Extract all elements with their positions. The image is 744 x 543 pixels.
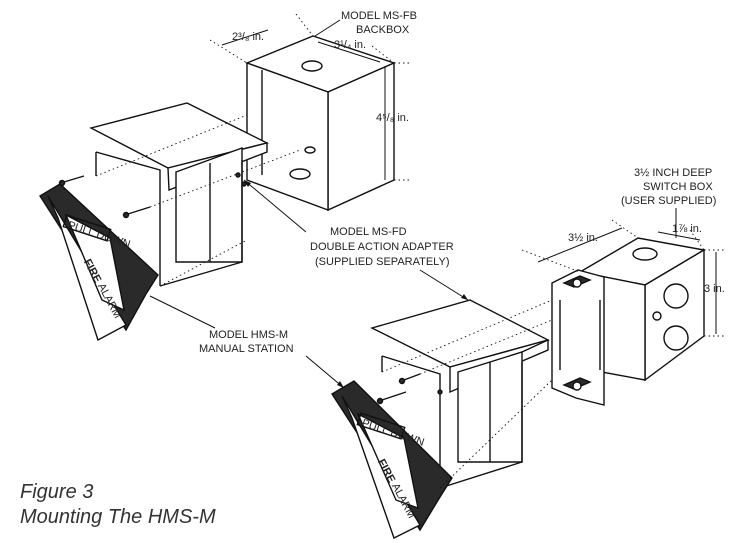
switchbox-height-dim: 3 in.: [704, 283, 725, 295]
backbox-width-dim: 3¹/₄ in.: [334, 39, 366, 51]
backbox-height-dim: 4⁵/₈ in.: [376, 112, 409, 124]
ms-fd-adapter-bottom: [370, 299, 550, 489]
backbox-label-line1: MODEL MS-FB: [341, 10, 417, 22]
backbox-depth-dim: 2³/₈ in.: [232, 31, 264, 43]
adapter-label-line2: DOUBLE ACTION ADAPTER: [310, 241, 454, 253]
screws-top: [58, 172, 247, 219]
backbox-dimension-lines: [221, 29, 410, 181]
switchbox-depth-dim: 3½ in.: [568, 232, 598, 244]
leaders-bottom: [149, 208, 677, 389]
station-label-line1: MODEL HMS-M: [209, 329, 288, 341]
switchbox-label-line2: SWITCH BOX: [643, 181, 713, 193]
figure-caption: Mounting The HMS-M: [20, 506, 216, 528]
station-label-line2: MANUAL STATION: [199, 343, 294, 355]
hms-m-station-bottom: PULL DOWN FIRE ALARM: [331, 380, 453, 539]
leaders-top: [243, 19, 341, 233]
switchbox-width-dim: 1⅞ in.: [672, 223, 702, 235]
alignment-lines-bottom: [381, 219, 724, 489]
ms-fb-backbox: [245, 35, 396, 212]
switch-box-mounting-plate: [551, 269, 605, 406]
ms-fd-adapter-top: [89, 102, 269, 287]
backbox-label-line2: BACKBOX: [356, 24, 410, 36]
switchbox-label-line1: 3½ INCH DEEP: [634, 167, 712, 179]
labels: MODEL MS-FB BACKBOX 2³/₈ in. 3¹/₄ in. 4⁵…: [199, 10, 725, 355]
adapter-label-line3: (SUPPLIED SEPARATELY): [315, 256, 449, 268]
hms-m-station-top: PULL DOWN FIRE ALARM: [39, 183, 159, 342]
figure-number: Figure 3: [20, 481, 94, 503]
switchbox-label-line3: (USER SUPPLIED): [621, 195, 716, 207]
switchbox-dimension-lines: [537, 227, 717, 334]
alignment-lines-top: [95, 13, 395, 287]
adapter-label-line1: MODEL MS-FD: [330, 226, 407, 238]
screws-bottom: [376, 373, 443, 405]
